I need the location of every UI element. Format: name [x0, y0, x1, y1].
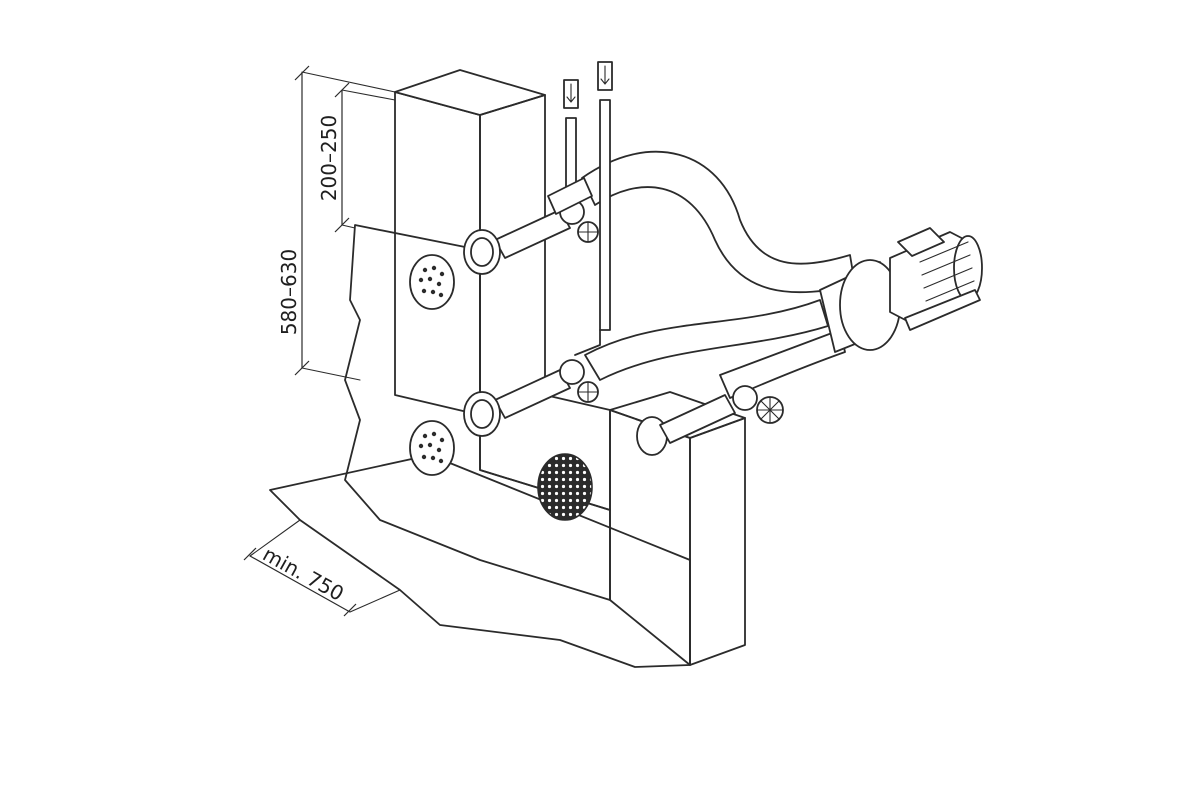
upper-hose [581, 150, 856, 294]
lower-hose [584, 299, 829, 381]
lower-jet [409, 420, 455, 476]
pump-fins [919, 241, 975, 302]
concrete-lower-front [689, 417, 746, 666]
pool-structure [269, 69, 746, 668]
lower-flange-inner [470, 399, 494, 429]
third-hose [719, 329, 846, 399]
pump [819, 227, 983, 353]
concrete-column-top [394, 69, 546, 116]
upper-valve-spokes [577, 221, 599, 243]
pool-floor [269, 454, 691, 668]
third-nozzle-assembly [636, 385, 784, 456]
dimension-min-depth: min. 750 [259, 542, 348, 606]
third-valve-body [732, 385, 758, 411]
upper-pipe [494, 209, 571, 259]
third-pipe [659, 394, 736, 444]
pump-base [904, 289, 981, 331]
lower-nozzle-assembly [409, 359, 599, 476]
upper-bend [547, 177, 593, 215]
third-valve-spokes [756, 396, 784, 424]
lower-jet-holes [418, 431, 445, 464]
air-tube-left-arrow [566, 83, 576, 103]
upper-nozzle-assembly [409, 177, 599, 310]
air-tubes [563, 61, 613, 356]
upper-jet-holes [418, 265, 445, 298]
dimension-total-height: 580–630 [277, 249, 301, 335]
suction-grate [537, 453, 593, 521]
pump-terminal-box [897, 227, 945, 257]
dimension-upper-height: 200–250 [317, 115, 341, 201]
upper-jet [409, 254, 455, 310]
third-flange [636, 416, 668, 456]
upper-flange-inner [470, 237, 494, 267]
lower-pipe [494, 369, 571, 419]
air-tube-right [599, 99, 611, 331]
air-tube-right-arrow [600, 65, 610, 85]
lower-valve-body [559, 359, 585, 385]
dimension-lines [243, 65, 401, 617]
lower-valve-spokes [577, 381, 599, 403]
hoses [581, 150, 856, 399]
air-tube-right-bend [574, 329, 601, 356]
